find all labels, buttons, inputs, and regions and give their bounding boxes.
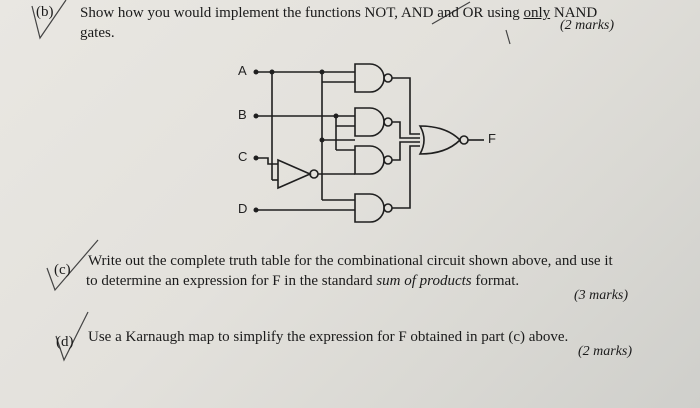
nand-gate-3: [354, 145, 385, 175]
pen-stroke-2: [505, 29, 511, 45]
junction: [333, 113, 339, 119]
part-c-line2: to determine an expression for F in the …: [86, 273, 520, 289]
wire-c: [256, 157, 278, 165]
nand-gate-1: [354, 63, 385, 93]
input-label-a: A: [238, 63, 247, 78]
nand-gate-2: [354, 107, 385, 137]
input-label-d: D: [238, 201, 248, 216]
output-gate-bubble: [459, 135, 469, 145]
part-d-label: (d): [56, 334, 74, 350]
part-c-marks: (3 marks): [574, 288, 629, 303]
wire-g4-out: [392, 145, 420, 209]
part-c-label: (c): [54, 262, 71, 278]
wire-g2-out: [392, 121, 420, 139]
pen-stroke: [431, 1, 471, 25]
junction: [319, 137, 325, 143]
part-b-label: (b): [36, 4, 54, 20]
wire-g1-out: [392, 77, 420, 135]
wire-g3-out: [392, 141, 420, 161]
part-b-marks: (2 marks): [560, 18, 615, 33]
nand-gate-4-bubble: [383, 203, 393, 213]
tick-mark-c: [46, 239, 99, 292]
part-d-marks: (2 marks): [578, 344, 633, 359]
tick-mark-b: [31, 0, 67, 40]
part-c-line1: Write out the complete truth table for t…: [88, 253, 613, 269]
output-label-f: F: [488, 131, 496, 146]
not-gate: [277, 158, 312, 190]
part-d-line1: Use a Karnaugh map to simplify the expre…: [88, 329, 569, 345]
junction: [319, 69, 325, 75]
junction: [269, 69, 275, 75]
nand-gate-4: [354, 193, 385, 223]
part-b-line2: gates.: [80, 25, 115, 41]
output-gate: [418, 125, 462, 155]
part-b-line1: Show how you would implement the functio…: [80, 5, 598, 21]
nand-gate-3-bubble: [383, 155, 393, 165]
input-label-b: B: [238, 107, 247, 122]
nand-gate-2-bubble: [383, 117, 393, 127]
nand-gate-1-bubble: [383, 73, 393, 83]
input-label-c: C: [238, 149, 248, 164]
tick-mark-d: [55, 311, 89, 362]
